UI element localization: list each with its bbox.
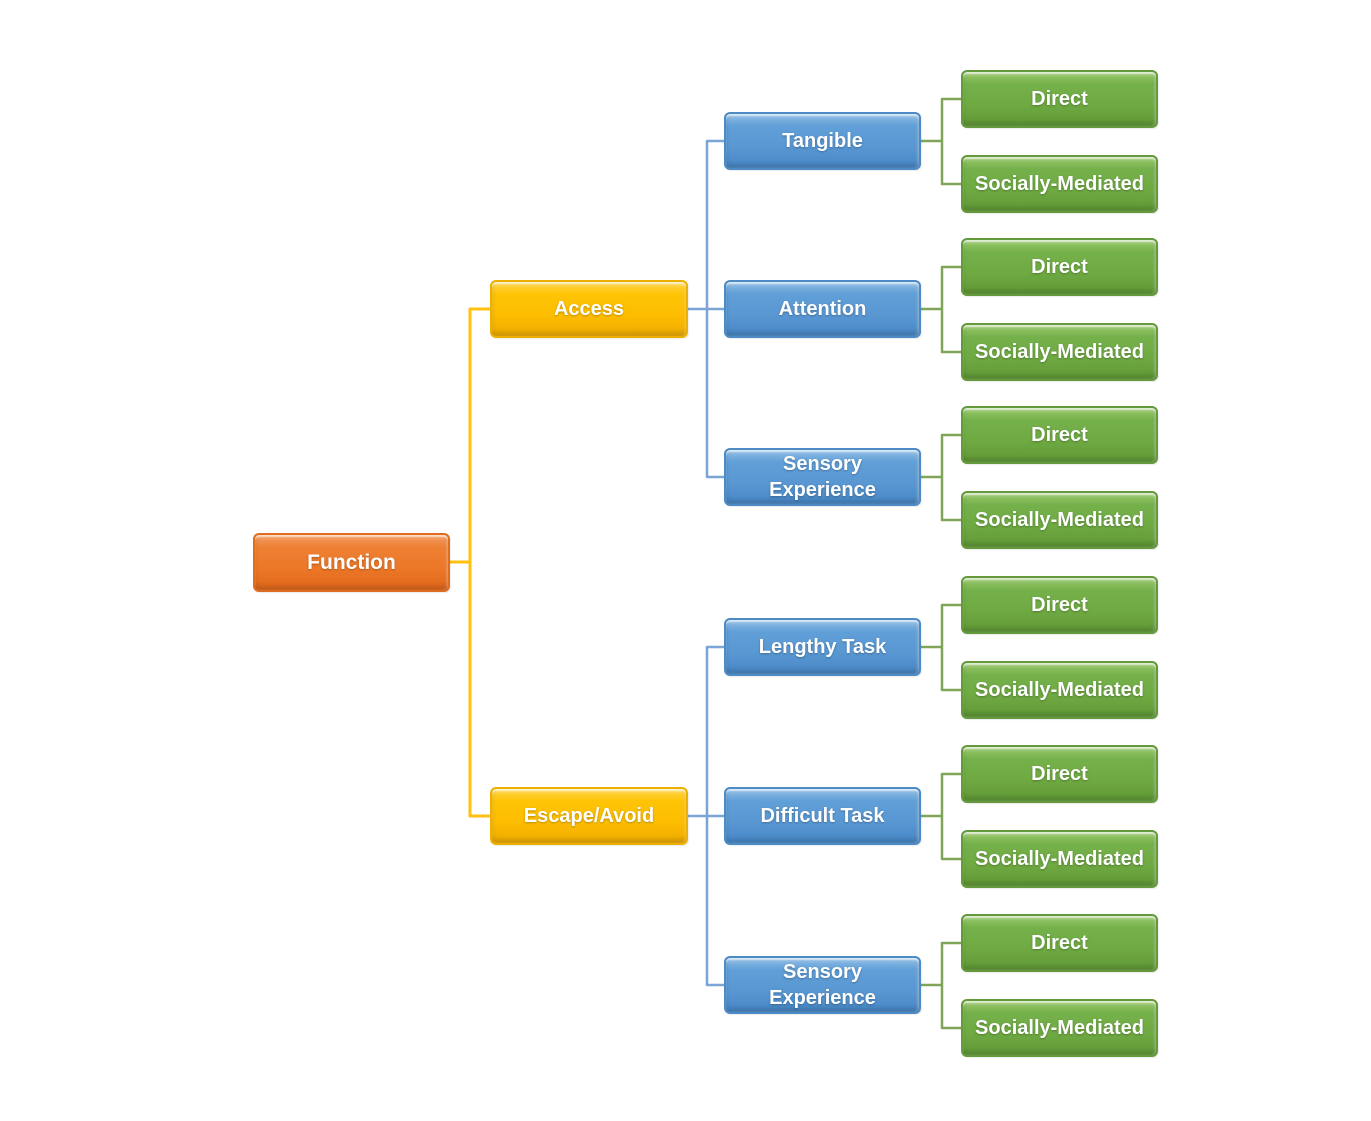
connector-green-attention [921, 265, 961, 354]
connector-blue-access [688, 139, 724, 479]
connector-green-difficult [921, 772, 961, 861]
node-difficult-direct: Direct [961, 745, 1158, 803]
connector-green-sensory-access [921, 433, 961, 522]
node-sensory-escape-direct: Direct [961, 914, 1158, 972]
node-difficult-socially-mediated: Socially-Mediated [961, 830, 1158, 888]
node-lengthy-task: Lengthy Task [724, 618, 921, 676]
node-lengthy-socially-mediated: Socially-Mediated [961, 661, 1158, 719]
connector-blue-escape [688, 645, 724, 987]
node-function: Function [253, 533, 450, 592]
node-difficult-task: Difficult Task [724, 787, 921, 845]
node-sensory-experience-escape: Sensory Experience [724, 956, 921, 1014]
node-tangible-direct: Direct [961, 70, 1158, 128]
connector-green-sensory-escape [921, 941, 961, 1030]
node-attention-direct: Direct [961, 238, 1158, 296]
node-sensory-escape-socially-mediated: Socially-Mediated [961, 999, 1158, 1057]
node-sensory-experience-access: Sensory Experience [724, 448, 921, 506]
node-lengthy-direct: Direct [961, 576, 1158, 634]
connector-green-tangible [921, 97, 961, 186]
node-access: Access [490, 280, 688, 338]
node-tangible: Tangible [724, 112, 921, 170]
node-escape-avoid: Escape/Avoid [490, 787, 688, 845]
node-sensory-access-socially-mediated: Socially-Mediated [961, 491, 1158, 549]
node-attention-socially-mediated: Socially-Mediated [961, 323, 1158, 381]
node-tangible-socially-mediated: Socially-Mediated [961, 155, 1158, 213]
connector-gold-bracket [468, 307, 490, 818]
node-sensory-access-direct: Direct [961, 406, 1158, 464]
node-attention: Attention [724, 280, 921, 338]
connector-green-lengthy [921, 603, 961, 692]
